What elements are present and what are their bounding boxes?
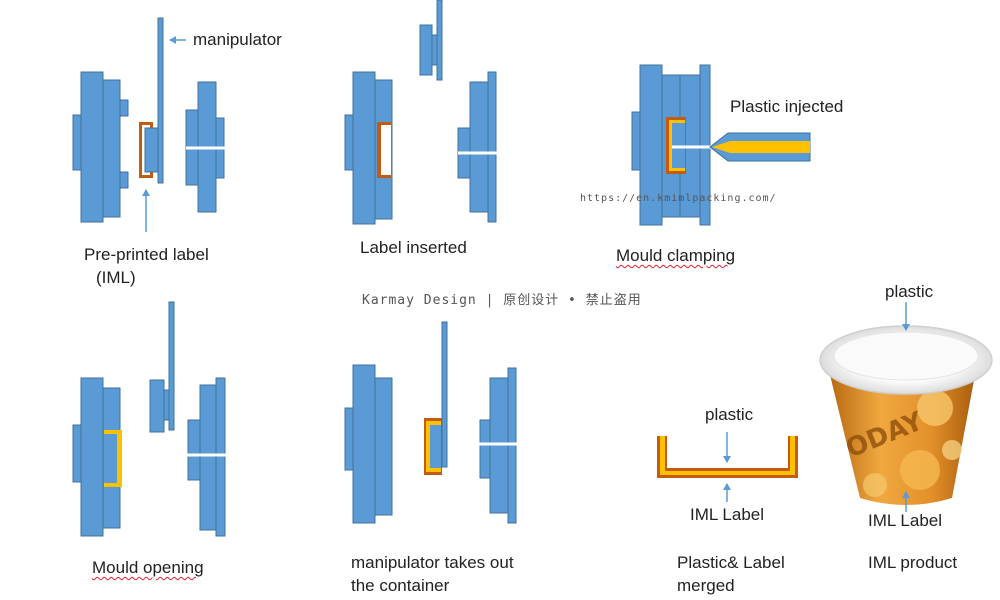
step5-caption-line1: manipulator takes out xyxy=(351,553,514,572)
step2-caption: Label inserted xyxy=(360,238,467,257)
step3-caption-text: Mould clamping xyxy=(616,246,736,265)
url-watermark: https://en.kmimlpacking.com/ xyxy=(580,193,777,204)
cup-iml-label: IML Label xyxy=(868,511,943,530)
step1-caption-line1: Pre-printed label xyxy=(84,245,209,264)
step4-caption: Mould opening xyxy=(92,557,204,579)
manipulator-arm xyxy=(149,301,175,433)
injected-plastic-flow xyxy=(712,141,810,153)
step5-caption-line2: the container xyxy=(351,576,450,595)
step5-diagram xyxy=(344,321,520,524)
right-mould-half xyxy=(187,377,226,537)
right-mould-half xyxy=(457,71,497,223)
step6-iml-label: IML Label xyxy=(690,505,765,524)
step4-caption-text: Mould opening xyxy=(92,558,204,577)
brand-watermark: Karmay Design | 原创设计 • 禁止盗用 xyxy=(362,293,642,308)
plastic-layer xyxy=(660,436,795,475)
manipulator-arm xyxy=(419,0,443,81)
step4-diagram xyxy=(72,301,230,537)
step3-diagram xyxy=(631,64,811,226)
left-mould-half xyxy=(72,71,129,223)
plastic-injected-callout: Plastic injected xyxy=(730,97,844,116)
step7-caption: IML product xyxy=(868,553,958,572)
manipulator-arm xyxy=(441,321,448,468)
step3-caption: Mould clamping xyxy=(616,245,735,267)
manipulator-callout: manipulator xyxy=(193,30,282,49)
left-mould-half xyxy=(344,364,393,524)
step1-caption-line2: (IML) xyxy=(96,268,136,287)
step6-diagram xyxy=(657,432,798,502)
step6-caption-line2: merged xyxy=(677,576,735,595)
cup-plastic-label: plastic xyxy=(885,282,934,301)
step6-caption-line1: Plastic& Label xyxy=(677,553,785,572)
iml-cup-product: ODAY xyxy=(819,302,993,512)
step6-plastic-label: plastic xyxy=(705,405,754,424)
left-mould-half xyxy=(72,377,121,537)
step1-diagram xyxy=(72,17,228,232)
manipulator-arm xyxy=(144,17,164,184)
step2-diagram xyxy=(344,0,500,225)
